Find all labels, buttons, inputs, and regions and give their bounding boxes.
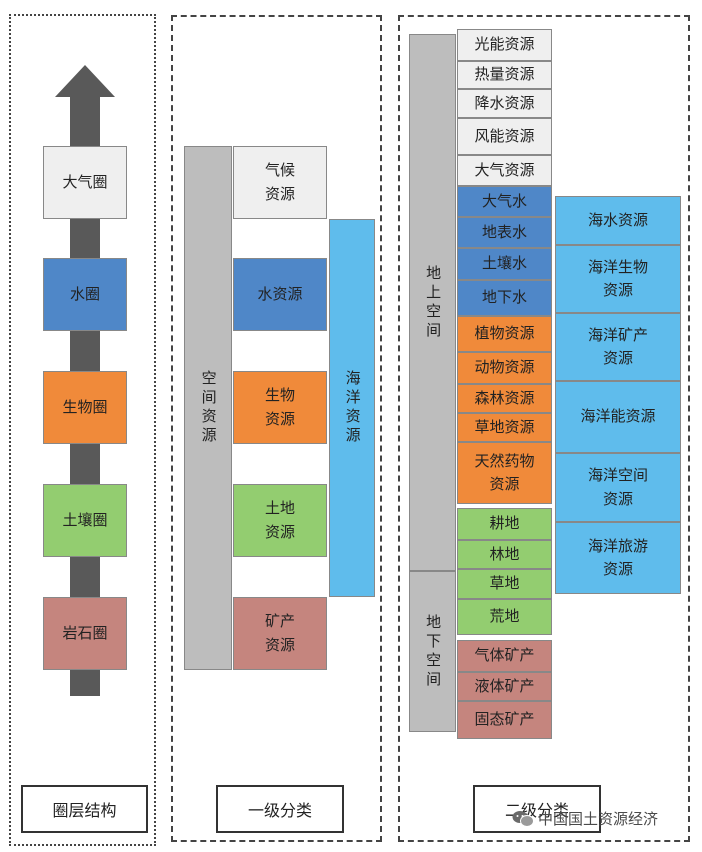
- column-frame-level1: [171, 15, 382, 842]
- watermark: 中国国土资源经济: [512, 808, 658, 829]
- space-resources-bar: 空间资源: [184, 146, 232, 670]
- watermark-text: 中国国土资源经济: [538, 810, 659, 828]
- item-atmosphere: 大气资源: [457, 155, 552, 186]
- layer-pedosphere: 土壤圈: [43, 484, 127, 557]
- layer-lithosphere: 岩石圈: [43, 597, 127, 670]
- layer-atmosphere: 大气圈: [43, 146, 127, 219]
- water-resources: 水资源: [233, 258, 327, 331]
- ocean-biological: 海洋生物资源: [555, 245, 681, 313]
- item-heat: 热量资源: [457, 61, 552, 89]
- item-cropland: 耕地: [457, 508, 552, 540]
- item-solar-energy: 光能资源: [457, 29, 552, 61]
- biological-resources: 生物资源: [233, 371, 327, 444]
- item-gas-mineral: 气体矿产: [457, 640, 552, 672]
- item-surface-water: 地表水: [457, 217, 552, 248]
- item-medicinal: 天然药物资源: [457, 442, 552, 504]
- item-woodland: 林地: [457, 540, 552, 569]
- item-forest: 森林资源: [457, 384, 552, 413]
- column-frame-layers: [9, 14, 156, 846]
- ocean-space: 海洋空间资源: [555, 453, 681, 522]
- ocean-resources-bar: 海洋资源: [329, 219, 375, 597]
- item-grassland: 草地: [457, 569, 552, 599]
- column-frame-level2: [398, 15, 690, 842]
- ocean-seawater: 海水资源: [555, 196, 681, 245]
- item-atmospheric-water: 大气水: [457, 186, 552, 217]
- item-wasteland: 荒地: [457, 599, 552, 635]
- item-grassland-resource: 草地资源: [457, 413, 552, 442]
- ocean-mineral: 海洋矿产资源: [555, 313, 681, 381]
- underground-space-bar: 地下空间: [409, 571, 456, 732]
- climate-resources: 气候资源: [233, 146, 327, 219]
- wechat-icon: [512, 810, 534, 827]
- column-label-layers: 圈层结构: [21, 785, 148, 833]
- item-plant: 植物资源: [457, 316, 552, 352]
- land-resources: 土地资源: [233, 484, 327, 557]
- item-solid-mineral: 固态矿产: [457, 701, 552, 739]
- mineral-resources: 矿产资源: [233, 597, 327, 670]
- arrow-up-icon: [55, 65, 115, 97]
- item-groundwater: 地下水: [457, 280, 552, 316]
- above-ground-space-bar: 地上空间: [409, 34, 456, 571]
- item-soil-water: 土壤水: [457, 248, 552, 280]
- item-animal: 动物资源: [457, 352, 552, 384]
- item-wind-energy: 风能资源: [457, 118, 552, 155]
- ocean-tourism: 海洋旅游资源: [555, 522, 681, 594]
- column-label-level1: 一级分类: [216, 785, 344, 833]
- ocean-energy: 海洋能资源: [555, 381, 681, 453]
- item-precipitation: 降水资源: [457, 89, 552, 118]
- layer-biosphere: 生物圈: [43, 371, 127, 444]
- item-liquid-mineral: 液体矿产: [457, 672, 552, 701]
- layer-hydrosphere: 水圈: [43, 258, 127, 331]
